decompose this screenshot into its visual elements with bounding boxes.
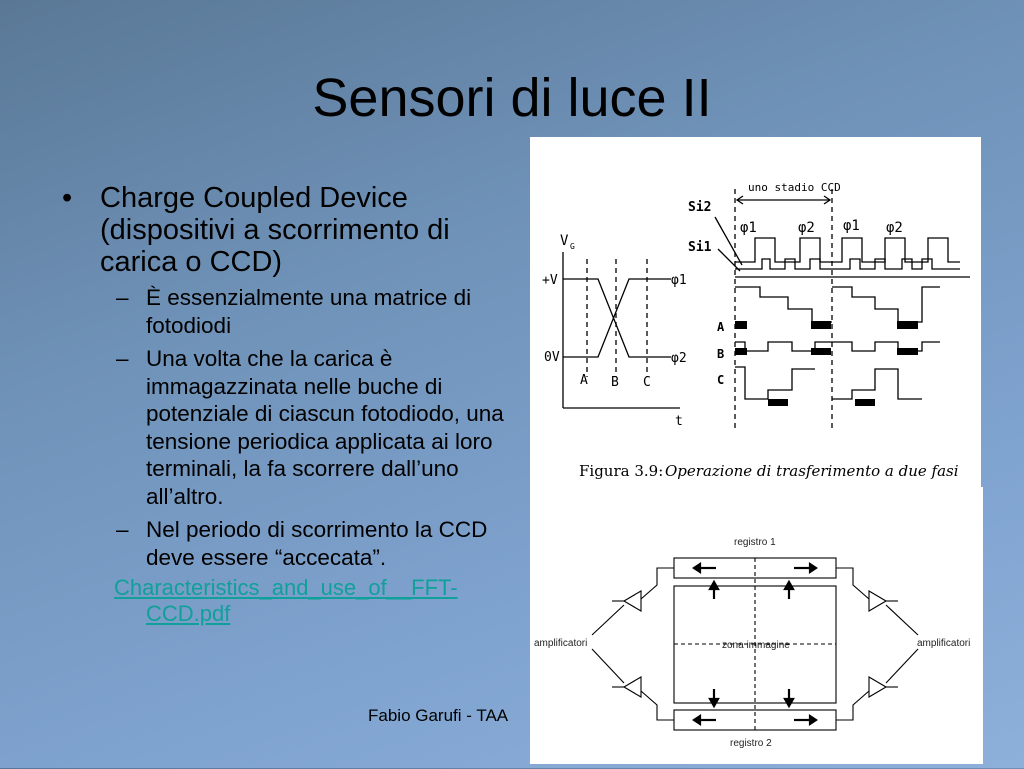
bullet-text: Charge Coupled Device (dispositivi a sco… <box>100 182 450 278</box>
figure-ccd-readout: registro 1 registro 2 zona immagine ampl… <box>530 487 983 764</box>
slide-body: • Charge Coupled Device (dispositivi a s… <box>62 182 530 627</box>
label-phi1-top: φ1 <box>740 220 757 236</box>
sub-bullet-text: Nel periodo di scorrimento la CCD deve e… <box>146 517 488 570</box>
label-row-a: A <box>717 320 725 334</box>
label-t: t <box>675 414 683 429</box>
figure-caption-label: Figura 3.9: <box>579 462 663 480</box>
label-si2: Si2 <box>688 200 711 215</box>
label-plus-v: +V <box>542 273 558 288</box>
label-amplifiers-left: amplificatori <box>534 638 587 649</box>
label-registro-1: registro 1 <box>734 537 776 548</box>
pdf-link[interactable]: Characteristics_and_use_of__FFT-CCD.pdf <box>114 575 458 626</box>
slide-title: Sensori di luce II <box>312 68 712 128</box>
label-row-b: B <box>717 347 724 361</box>
bullet-marker: • <box>62 182 73 214</box>
sub-bullet-matrix: – È essenzialmente una matrice di fotodi… <box>62 284 530 339</box>
label-vg-sub: G <box>570 242 575 251</box>
label-phi2-top-b: φ2 <box>886 220 903 236</box>
label-amplifiers-right: amplificatori <box>917 638 970 649</box>
sub-bullet-marker: – <box>116 517 129 542</box>
label-si1: Si1 <box>688 240 712 255</box>
label-phi2-top: φ2 <box>798 220 815 236</box>
sub-bullet-transfer: – Una volta che la carica è immagazzinat… <box>62 345 530 510</box>
sub-bullet-marker: – <box>116 346 129 371</box>
sub-bullet-marker: – <box>116 285 129 310</box>
two-phase-diagram: uno stadio CCD Si2 Si1 V G +V 0V φ1 φ2 A… <box>542 181 970 480</box>
label-row-c: C <box>717 373 724 387</box>
figure-two-phase-transfer: uno stadio CCD Si2 Si1 V G +V 0V φ1 φ2 A… <box>530 137 981 487</box>
label-vg: V <box>560 233 569 249</box>
label-phi1-top-b: φ1 <box>843 218 860 234</box>
figure-caption-text: Operazione di trasferimento a due fasi <box>665 462 959 480</box>
label-stage: uno stadio CCD <box>748 181 841 194</box>
label-a: A <box>580 373 588 388</box>
sub-bullet-text: È essenzialmente una matrice di fotodiod… <box>146 285 472 338</box>
label-image-zone: zona immagine <box>722 640 790 651</box>
label-zero-v: 0V <box>544 350 560 365</box>
label-c: C <box>643 375 651 390</box>
label-b: B <box>611 375 619 390</box>
label-registro-2: registro 2 <box>730 738 772 749</box>
label-phi1: φ1 <box>671 273 687 288</box>
readout-diagram: registro 1 registro 2 zona immagine ampl… <box>534 537 970 749</box>
bullet-ccd: • Charge Coupled Device (dispositivi a s… <box>62 182 530 278</box>
sub-bullet-text: Una volta che la carica è immagazzinata … <box>146 346 504 509</box>
footer-author: Fabio Garufi - TAA <box>368 706 509 725</box>
sub-bullet-blinded: – Nel periodo di scorrimento la CCD deve… <box>62 516 530 571</box>
label-phi2: φ2 <box>671 351 687 366</box>
